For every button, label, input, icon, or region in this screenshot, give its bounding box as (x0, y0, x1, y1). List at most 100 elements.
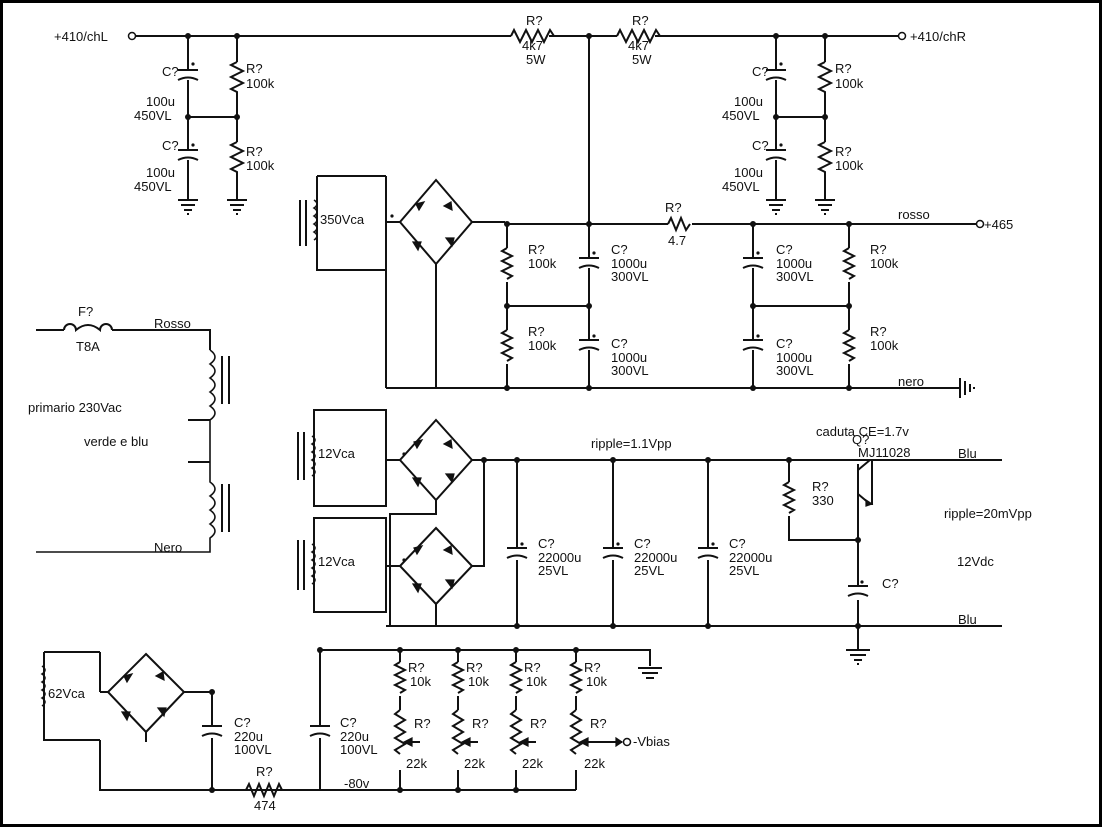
label-nero-wire: nero (898, 374, 924, 389)
fuse-ref: F? (78, 304, 93, 319)
label-62vca: 62Vca (48, 686, 86, 701)
comp-val: 100u (734, 94, 763, 109)
comp-ref: C? (234, 715, 251, 730)
comp-val: 220u (340, 729, 369, 744)
comp-val: 1000u (611, 256, 647, 271)
comp-val2: 450VL (722, 108, 760, 123)
comp-ref: C? (776, 336, 793, 351)
comp-ref: R? (590, 716, 607, 731)
label-nero: Nero (154, 540, 182, 555)
comp-val: 4k7 (628, 38, 649, 53)
comp-val: 22k (522, 756, 543, 771)
comp-val2: 300VL (776, 269, 814, 284)
hv-supply-section (299, 175, 985, 398)
comp-val2: 300VL (776, 363, 814, 378)
comp-val2: 5W (632, 52, 652, 67)
comp-val: 10k (410, 674, 431, 689)
net-labels: +410/chL +410/chR +465 rosso nero ripple… (54, 29, 1032, 791)
comp-ref: C? (882, 576, 899, 591)
comp-ref: R? (870, 324, 887, 339)
comp-val2: 300VL (611, 269, 649, 284)
comp-ref: C? (611, 336, 628, 351)
mains-transformer (36, 323, 230, 553)
comp-ref: C? (752, 64, 769, 79)
comp-val: 22000u (634, 550, 677, 565)
comp-val: 22000u (538, 550, 581, 565)
comp-val: 1000u (776, 350, 812, 365)
comp-ref: R? (584, 660, 601, 675)
label-rosso: Rosso (154, 316, 191, 331)
comp-val2: 5W (526, 52, 546, 67)
comp-ref: C? (634, 536, 651, 551)
label-minus80: -80v (344, 776, 370, 791)
comp-val: 330 (812, 493, 834, 508)
comp-val: 1000u (776, 256, 812, 271)
comp-val2: 450VL (722, 179, 760, 194)
comp-val2: 25VL (729, 563, 759, 578)
label-chR: +410/chR (910, 29, 966, 44)
comp-val: 100u (146, 94, 175, 109)
comp-val: 100k (835, 76, 864, 91)
comp-val: 100k (246, 158, 275, 173)
chL-terminal (127, 31, 137, 41)
comp-ref: C? (538, 536, 555, 551)
comp-ref: C? (729, 536, 746, 551)
label-caduta: caduta CE=1.7v (816, 424, 909, 439)
comp-val: 10k (468, 674, 489, 689)
comp-ref: R? (466, 660, 483, 675)
fuse-value: T8A (76, 339, 100, 354)
label-ripple-12: ripple=1.1Vpp (591, 436, 672, 451)
comp-val: 10k (526, 674, 547, 689)
comp-ref: R? (632, 13, 649, 28)
comp-val: 100u (734, 165, 763, 180)
comp-val2: 450VL (134, 179, 172, 194)
comp-ref: C? (162, 138, 179, 153)
comp-val: 1000u (611, 350, 647, 365)
comp-ref: C? (776, 242, 793, 257)
lv-supply-section (297, 409, 1002, 665)
comp-val: 22000u (729, 550, 772, 565)
comp-ref: R? (665, 200, 682, 215)
label-12vca-2: 12Vca (318, 554, 356, 569)
comp-val2: 25VL (538, 563, 568, 578)
comp-ref: R? (528, 324, 545, 339)
label-12vdc: 12Vdc (957, 554, 994, 569)
comp-ref: R? (408, 660, 425, 675)
right-filter-bank (765, 33, 835, 215)
bias-supply-section (40, 647, 662, 799)
comp-ref: C? (611, 242, 628, 257)
label-blu-bot: Blu (958, 612, 977, 627)
hv-output-rails (127, 27, 907, 224)
label-350vca: 350Vca (320, 212, 365, 227)
comp-ref: R? (835, 61, 852, 76)
comp-val: 10k (586, 674, 607, 689)
label-blu-top: Blu (958, 446, 977, 461)
comp-ref: R? (835, 144, 852, 159)
label-12vca-1: 12Vca (318, 446, 356, 461)
component-labels: R? 4k7 5W R? 4k7 5W C? 100u 450VL C? 100… (134, 13, 911, 813)
transformer-labels: F? T8A Rosso primario 230Vac verde e blu… (28, 212, 365, 701)
comp-val2: 100VL (340, 742, 378, 757)
label-verde-blu: verde e blu (84, 434, 148, 449)
label-ripple-reg: ripple=20mVpp (944, 506, 1032, 521)
comp-ref: R? (246, 61, 263, 76)
comp-val2: 450VL (134, 108, 172, 123)
comp-val: 100u (146, 165, 175, 180)
comp-val2: 100VL (234, 742, 272, 757)
comp-ref: R? (526, 13, 543, 28)
comp-val: 100k (528, 338, 557, 353)
comp-ref: R? (414, 716, 431, 731)
label-primario: primario 230Vac (28, 400, 122, 415)
comp-val: 100k (870, 256, 899, 271)
comp-ref: R? (812, 479, 829, 494)
comp-ref: C? (752, 138, 769, 153)
comp-val: 100k (870, 338, 899, 353)
comp-ref: R? (472, 716, 489, 731)
comp-ref: C? (162, 64, 179, 79)
comp-ref: C? (340, 715, 357, 730)
comp-ref: R? (870, 242, 887, 257)
comp-ref: R? (524, 660, 541, 675)
comp-ref: R? (246, 144, 263, 159)
comp-ref: R? (530, 716, 547, 731)
